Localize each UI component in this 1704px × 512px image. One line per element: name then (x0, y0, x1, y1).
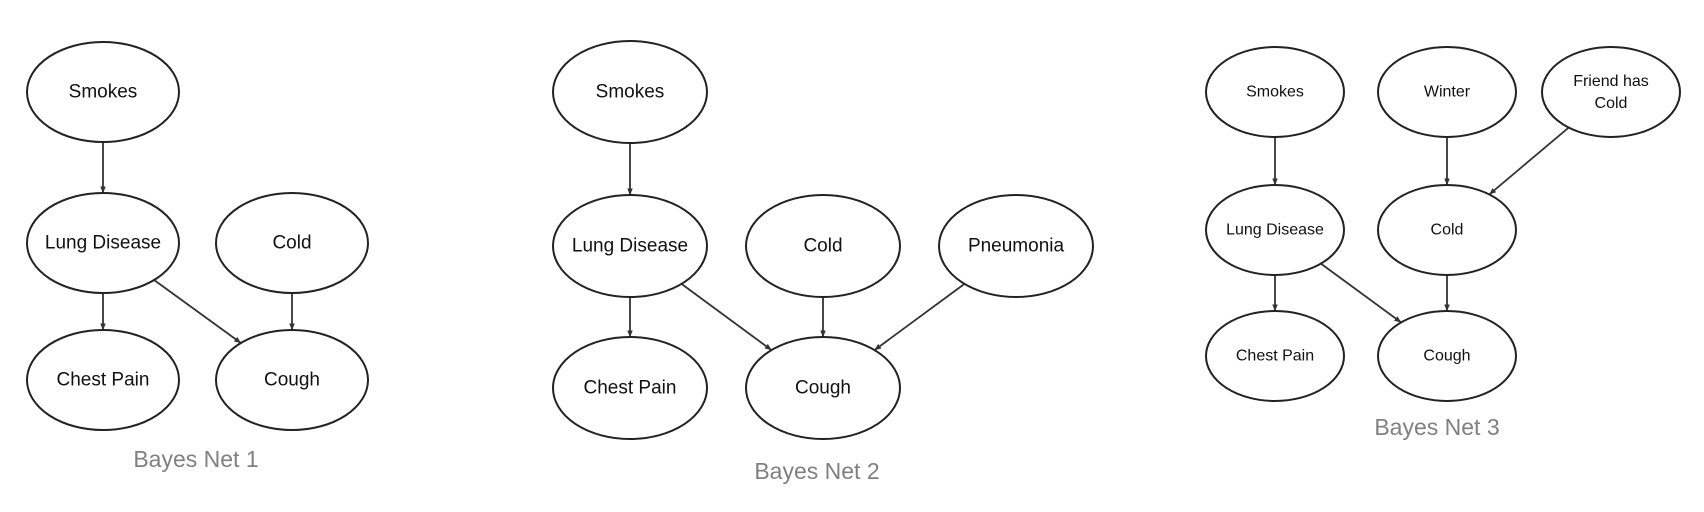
node-chest-pain: Chest Pain (1205, 310, 1345, 402)
node-label: Smokes (69, 82, 138, 103)
node-smokes: Smokes (552, 40, 708, 144)
edge-lung-disease-to-cough (153, 279, 242, 344)
net-caption: Bayes Net 2 (754, 458, 879, 484)
node-ellipse (552, 40, 708, 144)
node-ellipse (938, 194, 1094, 298)
node-label: Cold (803, 236, 842, 257)
node-ellipse (26, 41, 180, 143)
node-pneumonia: Pneumonia (938, 194, 1094, 298)
node-label: Cold (1431, 222, 1464, 239)
edge-pneumonia-to-cough (873, 283, 966, 351)
node-label: Lung Disease (1226, 222, 1324, 239)
node-ellipse (1205, 310, 1345, 402)
edges (1272, 126, 1570, 324)
node-label: Chest Pain (57, 370, 150, 391)
node-winter: Winter (1377, 46, 1517, 138)
node-lung-disease: Lung Disease (1205, 184, 1345, 276)
node-ellipse (552, 336, 708, 440)
node-label: Smokes (1246, 84, 1304, 101)
node-ellipse (1377, 46, 1517, 138)
node-label: Chest Pain (1236, 348, 1314, 365)
node-chest-pain: Chest Pain (552, 336, 708, 440)
node-label: Cold (272, 233, 311, 254)
node-cold: Cold (215, 192, 369, 294)
net-caption: Bayes Net 3 (1374, 414, 1499, 440)
node-cough: Cough (1377, 310, 1517, 402)
edges (627, 143, 966, 351)
node-chest-pain: Chest Pain (26, 329, 180, 431)
node-label: Winter (1424, 84, 1471, 101)
node-ellipse (552, 194, 708, 298)
node-ellipse (215, 329, 369, 431)
node-ellipse (745, 336, 901, 440)
node-smokes: Smokes (26, 41, 180, 143)
node-label: Cough (264, 370, 320, 391)
node-label: Lung Disease (572, 236, 688, 257)
node-ellipse (26, 192, 180, 294)
node-ellipse (1205, 184, 1345, 276)
node-ellipse (26, 329, 180, 431)
node-ellipse (745, 194, 901, 298)
node-label: Cough (795, 378, 851, 399)
edge-lung-disease-to-cough (1320, 262, 1402, 324)
node-ellipse (215, 192, 369, 294)
node-cold: Cold (745, 194, 901, 298)
node-label: Cough (1423, 348, 1470, 365)
node-ellipse (1377, 184, 1517, 276)
node-ellipse (1205, 46, 1345, 138)
node-lung-disease: Lung Disease (552, 194, 708, 298)
edge-lung-disease-to-cough (680, 283, 773, 351)
net-caption: Bayes Net 1 (133, 446, 258, 472)
node-cough: Cough (215, 329, 369, 431)
node-lung-disease: Lung Disease (26, 192, 180, 294)
edge-friend-cold-to-cold (1488, 126, 1570, 196)
node-cold: Cold (1377, 184, 1517, 276)
node-cough: Cough (745, 336, 901, 440)
node-smokes: Smokes (1205, 46, 1345, 138)
node-label: Chest Pain (584, 378, 677, 399)
edges (100, 142, 295, 344)
node-label: Lung Disease (45, 233, 161, 254)
node-ellipse (1377, 310, 1517, 402)
node-label: Pneumonia (968, 236, 1065, 257)
node-label: Smokes (596, 82, 665, 103)
node-ellipse (1541, 46, 1681, 138)
